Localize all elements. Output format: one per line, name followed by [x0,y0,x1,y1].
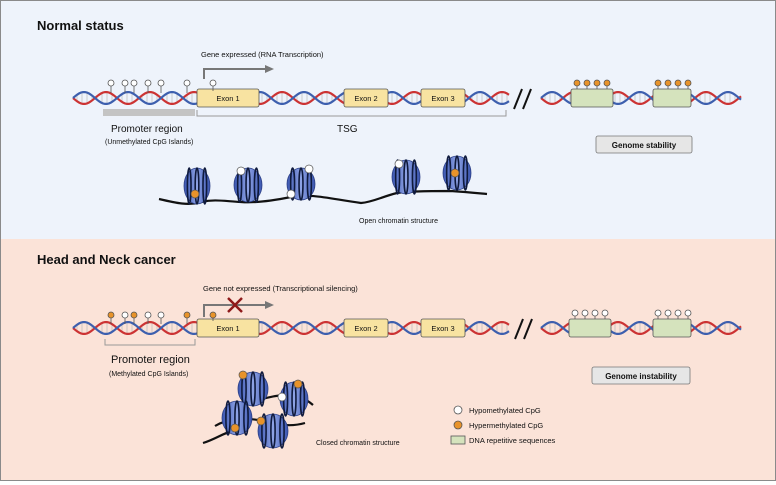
genome-stability-box: Genome stability [595,135,693,154]
legend: Hypomethylated CpG Hypermethylated CpG D… [450,405,556,445]
svg-text:Genome instability: Genome instability [605,372,677,381]
hyper-cpg-markers [573,79,692,89]
nucleosome [277,379,309,417]
cpg-marker [277,392,287,402]
promoter-bracket [104,339,196,346]
cancer-title: Head and Neck cancer [37,252,176,267]
repeat-sequence [570,88,614,108]
nucleosome [286,164,316,201]
nucleosome [237,370,269,407]
transcription-arrow-head [265,65,274,73]
svg-text:Hypomethylated CpG: Hypomethylated CpG [469,406,541,415]
cpg-marker [450,168,460,178]
nucleosome [256,413,289,449]
cpg-marker [394,159,404,169]
repeat-sequence [652,88,692,108]
tsg-label: TSG [337,124,358,135]
svg-text:Exon 3: Exon 3 [431,94,454,103]
svg-text:Hypermethylated CpG: Hypermethylated CpG [469,421,543,430]
legend-item-hyper: Hypermethylated CpG [453,420,543,430]
svg-text:Exon 3: Exon 3 [431,324,454,333]
exon-2: Exon 2 [343,88,389,108]
svg-text:Exon 1: Exon 1 [216,94,239,103]
promoter-region-bar [103,109,195,116]
transcription-arrow [203,68,265,79]
exon-2: Exon 2 [343,318,389,338]
promoter-label: Promoter region [111,124,183,135]
silencing-cross-icon [227,297,243,313]
nucleosome [233,166,263,203]
repeat-sequence [568,318,612,338]
cpg-markers [107,79,217,93]
svg-text:Exon 2: Exon 2 [354,324,377,333]
blocked-arrow-head [265,301,274,309]
nucleosome [183,167,211,205]
cpg-marker [293,379,303,389]
promoter-sub-label: (Unmethylated CpG Islands) [105,139,193,146]
cpg-marker [304,164,314,174]
legend-item-repeat: DNA repetitive sequences [450,435,556,445]
svg-text:DNA repetitive sequences: DNA repetitive sequences [469,436,556,445]
promoter-sub-label: (Methylated CpG Islands) [109,371,188,378]
exon-1: Exon 1 [196,318,260,338]
closed-chromatin-label: Closed chromatin structure [316,440,400,447]
blocked-transcription-arrow [203,304,265,317]
nucleosomes [221,370,309,449]
gene-expressed-label: Gene expressed (RNA Transcription) [201,50,324,59]
nucleosome [221,400,253,436]
genome-instability-box: Genome instability [591,366,691,385]
svg-text:Exon 2: Exon 2 [354,94,377,103]
cpg-marker [236,166,246,176]
cpg-marker [256,416,266,426]
exon-3: Exon 3 [420,318,466,338]
cancer-panel [1,239,775,480]
gene-not-expressed-label: Gene not expressed (Transcriptional sile… [203,284,358,293]
nucleosome [442,155,472,191]
break-mark [514,318,533,340]
nucleosome [391,159,421,195]
normal-panel [1,1,775,239]
promoter-label: Promoter region [111,354,190,366]
exon-1: Exon 1 [196,88,260,108]
repeat-sequence [652,318,692,338]
cpg-marker [190,189,200,199]
svg-text:Genome stability: Genome stability [612,141,677,150]
exon-3: Exon 3 [420,88,466,108]
open-chromatin-label: Open chromatin structure [359,218,438,225]
cpg-marker [238,370,248,380]
tsg-bracket [196,110,507,117]
legend-item-hypo: Hypomethylated CpG [453,405,541,415]
cpg-marker [286,189,296,199]
nucleosomes [183,155,472,205]
cpg-marker [230,423,240,433]
break-mark [513,88,532,110]
cpg-markers [107,311,217,324]
normal-title: Normal status [37,18,124,33]
svg-text:Exon 1: Exon 1 [216,324,239,333]
hypo-cpg-markers [571,309,692,319]
